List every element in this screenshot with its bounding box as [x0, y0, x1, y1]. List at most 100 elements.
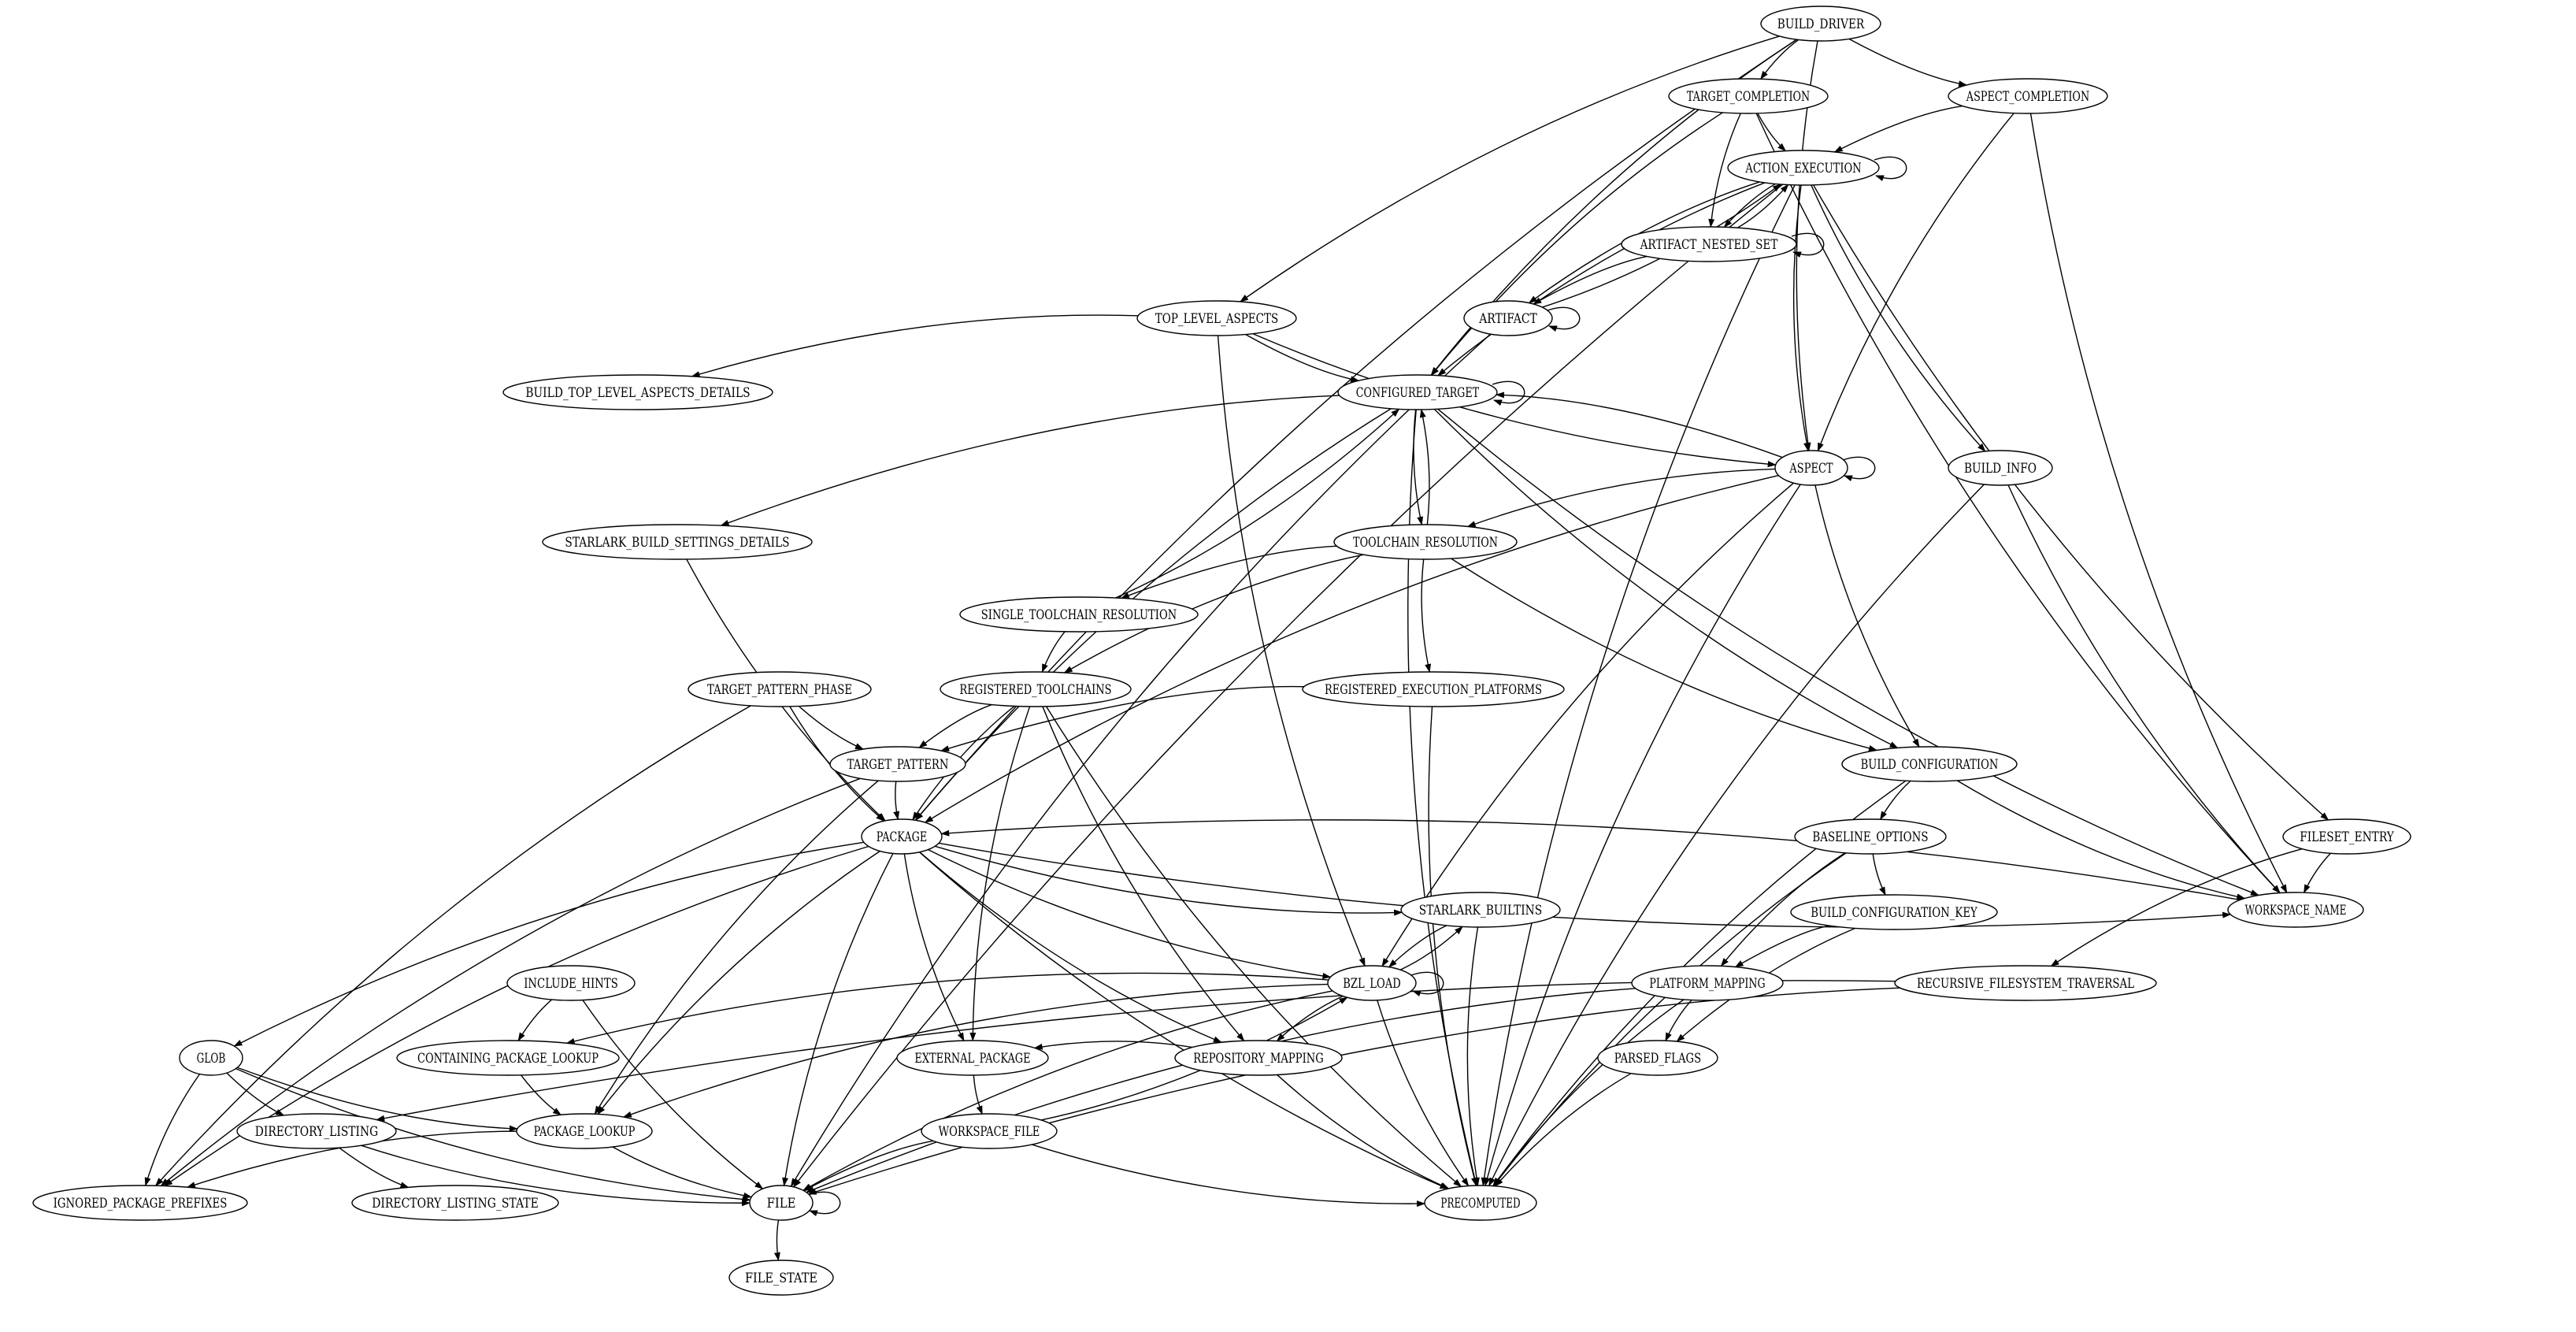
node-ignored-package-prefixes: IGNORED_PACKAGE_PREFIXES	[32, 1185, 248, 1221]
edge-package-to-precomputed	[918, 852, 1449, 1189]
node-label: PRECOMPUTED	[1440, 1196, 1520, 1211]
edge-build-configuration-to-baseline-options	[1880, 780, 1911, 821]
edge-configured-target-to-configured-target	[1492, 380, 1525, 406]
edge-target-pattern-to-package	[893, 781, 900, 821]
node-ellipse	[1400, 892, 1561, 928]
edge-registered-toolchains-to-repository-mapping	[1042, 706, 1245, 1042]
edge-build-configuration-to-workspace-name	[1956, 780, 2246, 900]
node-ellipse	[236, 1113, 397, 1149]
node-parsed-flags: PARSED_FLAGS	[1597, 1040, 1718, 1076]
edge-configured-target-to-starlark-build-settings-details	[720, 395, 1340, 526]
node-ellipse	[959, 596, 1199, 633]
edge-bzl-load-to-precomputed	[1377, 1000, 1470, 1187]
node-ellipse	[1333, 524, 1518, 560]
edge-build-configuration-key-to-platform-mapping	[1734, 925, 1829, 968]
node-label: RECURSIVE_FILESYSTEM_TRAVERSAL	[1917, 976, 2134, 992]
edge-directory-listing-to-file	[361, 1145, 751, 1207]
node-ellipse	[896, 1040, 1049, 1076]
edge-aspect-to-build-configuration	[1814, 484, 1920, 748]
edge-starlark-builtins-to-bzl-load	[1388, 925, 1447, 968]
node-label: TOP_LEVEL_ASPECTS	[1155, 311, 1278, 327]
edge-action-execution-to-build-info	[1811, 184, 1986, 452]
node-label: BUILD_INFO	[1964, 461, 2037, 477]
node-ellipse	[1727, 150, 1880, 186]
edge-baseline-options-to-build-configuration-key	[1872, 853, 1886, 896]
node-ellipse	[32, 1185, 248, 1221]
edge-containing-package-lookup-to-package-lookup	[520, 1074, 562, 1115]
edge-file-to-file-state	[773, 1219, 780, 1262]
edge-aspect-to-package	[924, 474, 1779, 823]
edge-action-execution-to-artifact	[1528, 181, 1760, 304]
edge-target-completion-to-configured-target	[1430, 112, 1723, 377]
edge-action-execution-to-artifact-nested-set	[1723, 183, 1776, 228]
node-ellipse	[1668, 78, 1829, 114]
edge-package-to-bzl-load	[928, 848, 1332, 979]
node-include-hints: INCLUDE_HINTS	[506, 965, 636, 1001]
node-label: PACKAGE	[877, 829, 927, 845]
node-glob: GLOB	[179, 1040, 243, 1076]
edge-workspace-file-to-bzl-load	[1040, 996, 1348, 1121]
edge-glob-to-ignored-package-prefixes	[144, 1074, 201, 1186]
edge-configured-target-to-build-configuration	[1433, 409, 1899, 749]
edge-package-to-repository-mapping	[919, 852, 1222, 1043]
node-recursive-filesystem-traversal: RECURSIVE_FILESYSTEM_TRAVERSAL	[1894, 965, 2157, 1001]
node-label: DIRECTORY_LISTING	[255, 1124, 378, 1140]
edge-workspace-name-to-package	[940, 819, 2241, 901]
node-label: DIRECTORY_LISTING_STATE	[372, 1196, 539, 1211]
edge-fileset-entry-to-recursive-filesystem-traversal	[2050, 848, 2303, 967]
node-directory-listing: DIRECTORY_LISTING	[236, 1113, 397, 1149]
node-artifact-nested-set: ARTIFACT_NESTED_SET	[1621, 226, 1797, 262]
node-label: ACTION_EXECUTION	[1745, 161, 1862, 176]
edge-action-execution-to-action-execution	[1874, 156, 1907, 182]
edge-build-driver-to-top-level-aspects	[1240, 35, 1780, 302]
node-ellipse	[921, 1113, 1058, 1149]
node-ellipse	[1774, 450, 1848, 486]
node-label: FILE	[767, 1196, 796, 1211]
edge-bzl-load-to-file	[802, 990, 1333, 1191]
edge-package-to-starlark-builtins	[935, 845, 1403, 916]
node-ellipse	[2227, 892, 2364, 928]
edge-build-driver-to-aspect-completion	[1848, 38, 1968, 87]
edge-target-completion-to-action-execution	[1757, 113, 1787, 152]
node-label: BUILD_CONFIGURATION_KEY	[1811, 905, 1977, 921]
edge-aspect-completion-to-action-execution	[1833, 105, 1963, 153]
edge-artifact-to-artifact	[1547, 306, 1581, 332]
node-label: ASPECT_COMPLETION	[1966, 89, 2089, 105]
node-platform-mapping: PLATFORM_MAPPING	[1631, 965, 1784, 1001]
edge-aspect-to-configured-target	[1495, 391, 1783, 458]
edge-target-completion-to-artifact-nested-set	[1708, 113, 1741, 228]
edge-top-level-aspects-to-bzl-load	[1217, 335, 1366, 967]
node-baseline-options: BASELINE_OPTIONS	[1794, 818, 1947, 855]
node-ellipse	[1948, 450, 2053, 486]
node-ellipse	[688, 671, 872, 707]
edge-repository-mapping-to-precomputed	[1277, 1074, 1450, 1189]
node-ellipse	[506, 965, 636, 1001]
node-ellipse	[1136, 300, 1297, 336]
node-ellipse	[179, 1040, 243, 1076]
edge-repository-mapping-to-external-package	[1033, 1041, 1193, 1050]
edge-top-level-aspects-to-configured-target	[1245, 333, 1360, 383]
node-precomputed: PRECOMPUTED	[1424, 1185, 1537, 1221]
node-ellipse	[1948, 78, 2108, 114]
node-file-state: FILE_STATE	[728, 1260, 834, 1296]
edge-toolchain-resolution-to-registered-toolchains	[1063, 554, 1364, 673]
node-toolchain-resolution: TOOLCHAIN_RESOLUTION	[1333, 524, 1518, 560]
edge-aspect-to-toolchain-resolution	[1466, 468, 1776, 528]
edge-target-pattern-phase-to-ignored-package-prefixes	[155, 705, 751, 1186]
node-label: ARTIFACT_NESTED_SET	[1640, 237, 1778, 253]
edge-registered-execution-platforms-to-precomputed	[1428, 706, 1477, 1187]
node-label: INCLUDE_HINTS	[524, 976, 618, 992]
edge-action-execution-to-file	[793, 184, 1783, 1188]
edge-action-execution-to-configured-target	[1437, 182, 1766, 377]
edge-registered-toolchains-to-precomputed	[1045, 706, 1462, 1188]
node-ellipse	[1760, 6, 1881, 42]
node-ellipse	[396, 1040, 620, 1076]
edge-aspect-completion-to-aspect	[1817, 113, 2014, 452]
edge-glob-to-file	[235, 1067, 751, 1203]
edge-external-package-to-workspace-file	[973, 1074, 983, 1115]
node-ellipse	[516, 1113, 653, 1149]
node-ellipse	[1597, 1040, 1718, 1076]
node-ellipse	[1337, 374, 1498, 410]
node-label: EXTERNAL_PACKAGE	[914, 1051, 1030, 1067]
